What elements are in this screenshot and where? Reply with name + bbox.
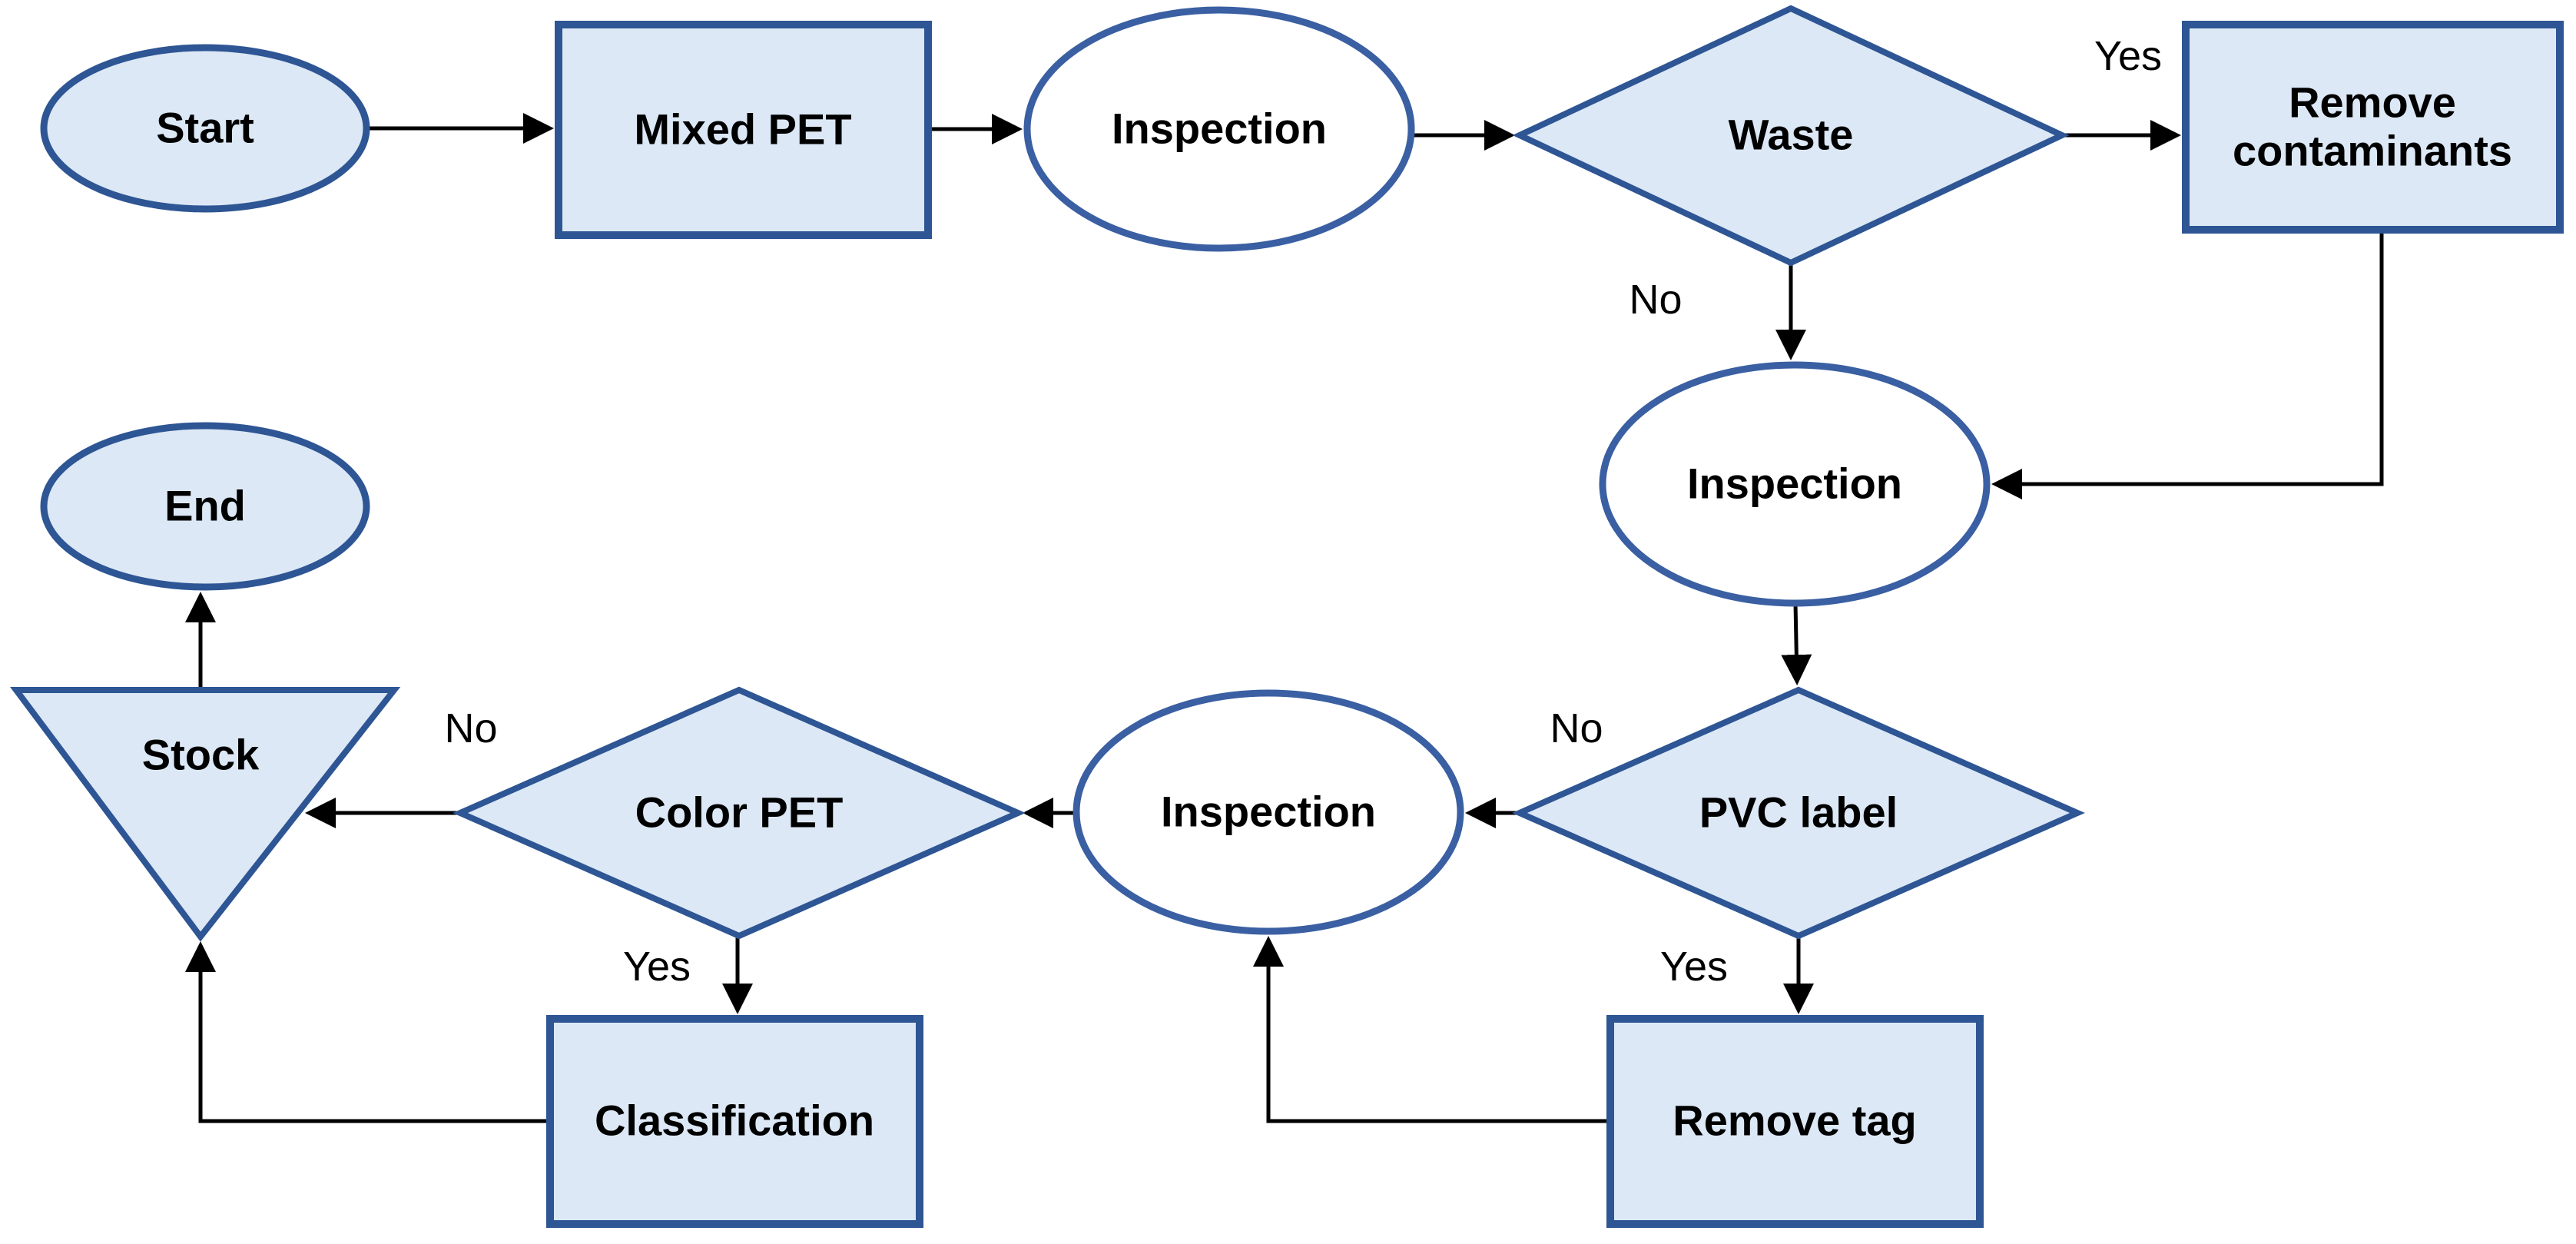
edge-label-pvc-yes: Yes — [1659, 944, 1729, 990]
node-label-classification: Classification — [594, 1096, 875, 1145]
node-label-inspection-2: Inspection — [1686, 459, 1903, 508]
node-label-stock: Stock — [141, 730, 260, 779]
edge-classification-stock — [185, 941, 550, 1123]
node-label-pvc-label: PVC label — [1699, 788, 1898, 837]
node-label-waste: Waste — [1728, 110, 1854, 159]
edge-remove-tag-inspection-3 — [1253, 936, 1610, 1123]
node-inspection-1 — [1023, 6, 1415, 252]
node-inspection-2 — [1599, 361, 1991, 607]
edge-label-color-pet-yes: Yes — [622, 944, 691, 990]
node-inspection-3 — [1073, 689, 1464, 935]
node-label-mixed-pet: Mixed PET — [634, 104, 852, 154]
node-label-remove-tag: Remove tag — [1673, 1096, 1917, 1145]
node-waste — [1512, 5, 2070, 267]
node-mixed-pet — [555, 21, 932, 239]
node-label-color-pet: Color PET — [635, 788, 844, 837]
edge-label-pvc-no: No — [1550, 705, 1603, 751]
node-start — [40, 44, 370, 213]
edge-remove-contaminants-inspection-2 — [1991, 230, 2384, 499]
node-stock — [10, 687, 401, 942]
node-label-end: End — [164, 481, 246, 530]
node-classification — [546, 1015, 923, 1228]
edge-label-waste-no: No — [1629, 277, 1683, 323]
node-remove-tag — [1606, 1015, 1984, 1228]
node-color-pet — [453, 686, 1026, 940]
node-label-start: Start — [156, 103, 254, 152]
edge-label-color-pet-no: No — [444, 705, 498, 751]
node-pvc-label — [1512, 686, 2085, 940]
connectors — [185, 113, 2384, 1123]
node-end — [40, 422, 370, 591]
edge-label-waste-yes: Yes — [2094, 33, 2163, 79]
node-label-remove-contaminants: Remove contaminants — [2232, 78, 2513, 174]
edge-inspection-2-pvc-label — [1781, 602, 1812, 685]
node-label-inspection-3: Inspection — [1160, 787, 1377, 836]
node-label-inspection-1: Inspection — [1111, 104, 1328, 153]
node-remove-contaminants — [2182, 21, 2564, 234]
